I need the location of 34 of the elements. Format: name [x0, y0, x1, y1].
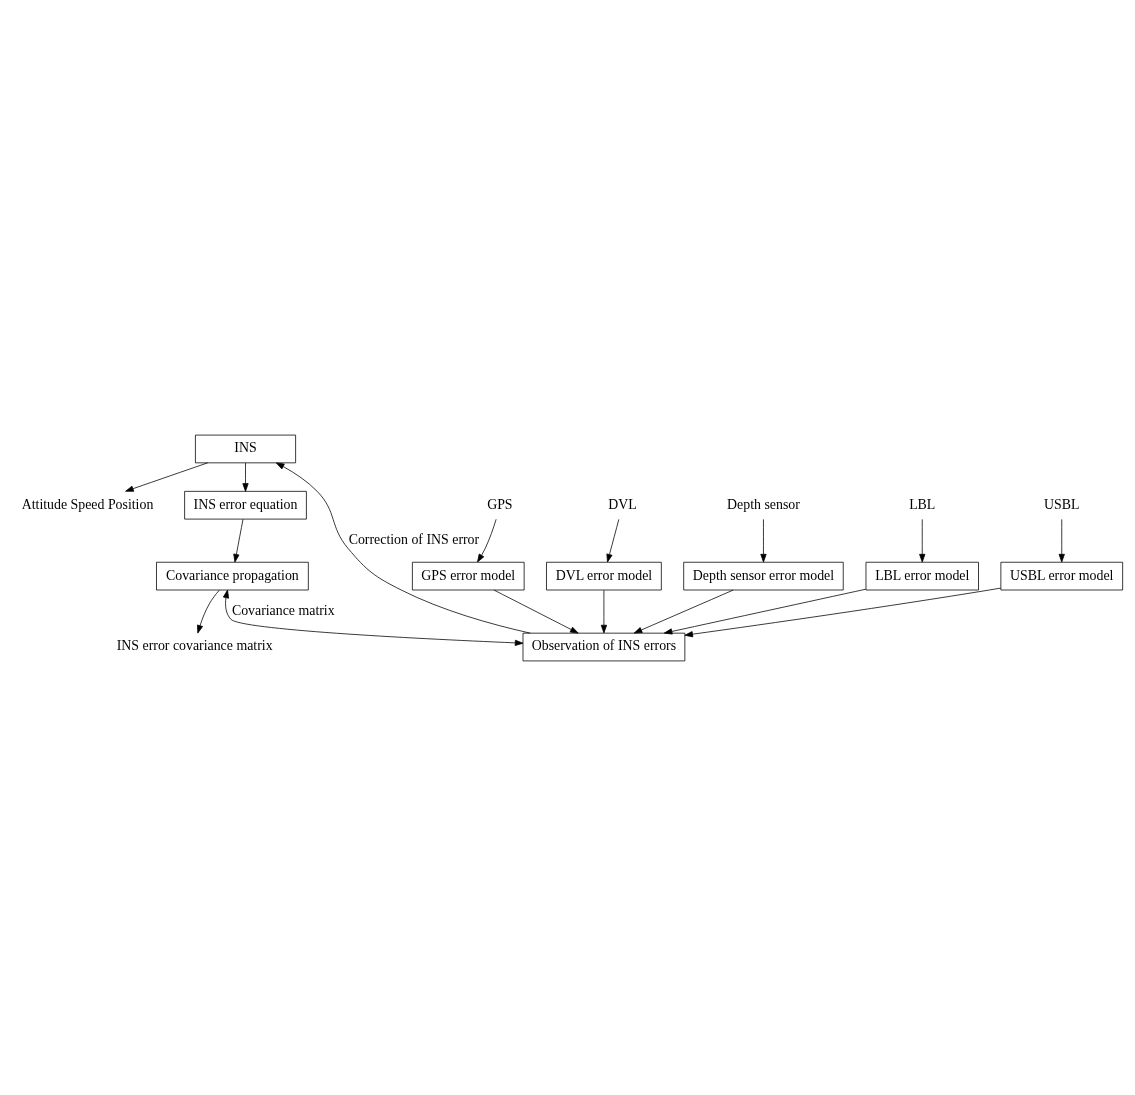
node-box: INS error equation [184, 490, 307, 519]
arrow [477, 518, 497, 562]
arrow [606, 518, 620, 562]
node-box: USBL error model [1000, 561, 1124, 590]
node-box: DVL error model [546, 561, 662, 590]
arrow [1058, 518, 1065, 562]
arrow [684, 587, 1002, 637]
arrow [493, 589, 579, 633]
arrow [242, 462, 249, 492]
node-box: Covariance propagation [156, 561, 309, 590]
arrow [633, 589, 734, 633]
node-text: USBL [1044, 496, 1080, 512]
arrow [197, 589, 220, 633]
arrow [760, 518, 767, 562]
node-box: Depth sensor error model [683, 561, 844, 590]
arrow [919, 518, 926, 562]
node-box: GPS error model [412, 561, 525, 590]
node-box: Observation of INS errors [522, 632, 686, 661]
node-text: LBL [909, 496, 936, 512]
node-text: Depth sensor [727, 496, 800, 512]
arrow [663, 588, 867, 634]
node-box: LBL error model [865, 561, 979, 590]
arrow [600, 589, 607, 633]
arrow [222, 589, 524, 646]
node-text: GPS [487, 496, 513, 512]
edge-label: Covariance matrix [231, 602, 335, 618]
node-text: DVL [608, 496, 637, 512]
node-text: Attitude Speed Position [21, 496, 154, 512]
arrow [275, 462, 531, 634]
node-box: INS [195, 434, 296, 463]
node-text: INS error covariance matrix [116, 637, 273, 653]
edge-label: Correction of INS error [348, 531, 480, 547]
arrow [233, 518, 244, 562]
arrow [125, 461, 209, 492]
